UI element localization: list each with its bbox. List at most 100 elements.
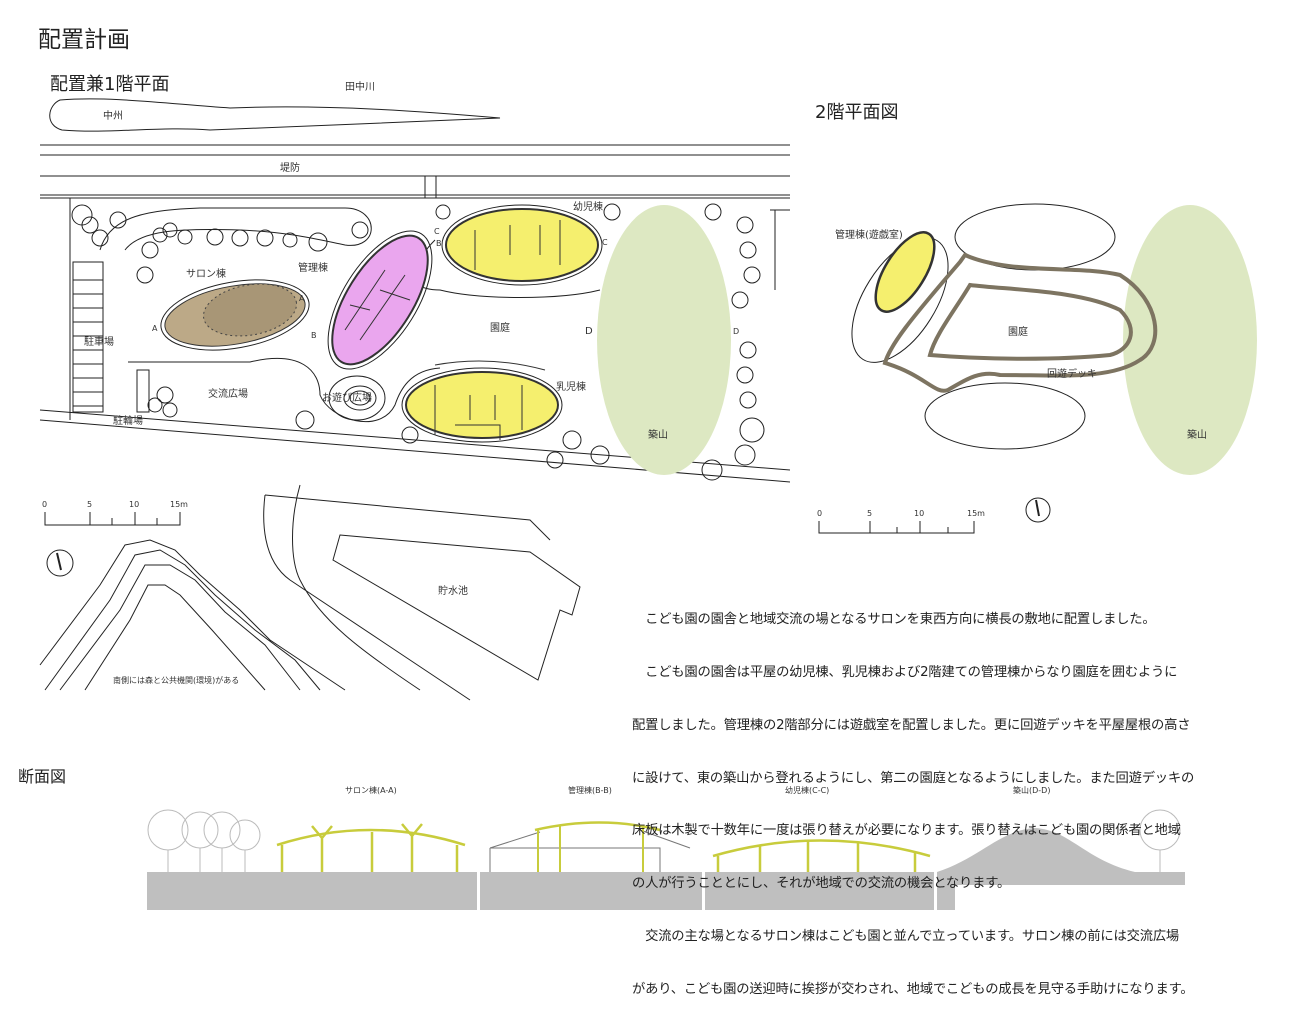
garden-label-2f: 園庭 <box>1008 325 1028 338</box>
section-mark-c1: C <box>434 227 440 236</box>
tree-symbol <box>136 266 154 284</box>
tree-symbol <box>256 229 274 247</box>
second-floor-plan: 管理棟(遊戯室) 園庭 回遊デッキ 築山 0 5 10 15m <box>817 203 1257 534</box>
river-lines <box>40 144 790 198</box>
admin-playroom-label: 管理棟(遊戯室) <box>835 228 903 241</box>
description-line: があり、こども園の送迎時に挨拶が交わされ、地域でこどもの成長を見守る手助けになり… <box>632 981 1194 997</box>
tree-symbol <box>704 203 722 221</box>
admin-label: 管理棟 <box>298 261 328 274</box>
pond-label: 貯水池 <box>438 584 468 597</box>
svg-text:15m: 15m <box>967 509 985 518</box>
tree-symbol <box>81 216 99 234</box>
site-plan-title: 配置兼1階平面 <box>50 74 169 95</box>
play-plaza <box>328 375 386 421</box>
bike-rack <box>136 369 150 413</box>
second-floor-title: 2階平面図 <box>815 102 898 123</box>
description-line: の人が行うこととにし、それが地域での交流の機会となります。 <box>632 876 1011 892</box>
description-line: 交流の主な場となるサロン棟はこども園と並んで立っています。サロン棟の前には交流広… <box>632 928 1180 944</box>
section-mark-b2: B <box>436 239 442 248</box>
section-mark-d2: D <box>733 327 739 336</box>
tree-symbol <box>177 229 193 245</box>
tree-symbol <box>206 228 224 246</box>
salon-label: サロン棟 <box>186 267 226 280</box>
salon-building <box>160 279 310 351</box>
deck-label: 回遊デッキ <box>1047 367 1097 380</box>
tree-symbol <box>736 366 754 384</box>
tree-symbol <box>701 459 723 481</box>
section-trees <box>147 809 1181 872</box>
pond-boundary-outer <box>263 494 551 701</box>
tree-symbol <box>282 232 298 248</box>
tree-symbol <box>734 444 756 466</box>
mound-area-2f <box>1123 205 1257 475</box>
description-line: 配置しました。管理棟の2階部分には遊戯室を配置しました。更に回遊デッキを平屋屋根… <box>632 717 1191 733</box>
tree-symbol <box>739 417 765 443</box>
loop-deck-outer <box>882 252 1158 393</box>
tree-symbol <box>731 291 749 309</box>
garden-label: 園庭 <box>490 321 510 334</box>
section-mark-d1: D <box>585 326 593 337</box>
river-label: 田中川 <box>345 80 375 93</box>
tree-symbol <box>739 241 757 259</box>
svg-text:0: 0 <box>42 500 47 509</box>
section-admin <box>489 821 691 872</box>
tree-symbol <box>562 430 582 450</box>
section-mark-a2: A <box>299 294 305 303</box>
tree-symbol <box>162 222 178 238</box>
site-plan: 田中川 中州 堤防 駐車場 駐輪場 交流広場 築山 <box>39 80 791 701</box>
plaza-label: 交流広場 <box>208 387 248 400</box>
scale-bar-2f: 0 5 10 15m <box>817 509 985 534</box>
svg-text:5: 5 <box>87 500 92 509</box>
description-line: こども園の園舎と地域交流の場となるサロンを東西方向に横長の敷地に配置しました。 <box>632 612 1156 628</box>
tree-symbol <box>152 227 168 243</box>
south-contours <box>39 539 346 691</box>
tree-symbol <box>156 386 174 404</box>
section-label-b: 管理棟(B-B) <box>568 785 612 795</box>
mound-area <box>597 205 731 475</box>
section-kinder <box>712 839 931 872</box>
tree-symbol <box>739 391 757 409</box>
section-mark-a1: A <box>152 324 158 333</box>
tree-symbol <box>546 451 564 469</box>
sections-title: 断面図 <box>18 767 66 786</box>
section-label-a: サロン棟(A-A) <box>345 785 397 795</box>
section-mark-c2: C <box>602 238 608 247</box>
tree-symbol <box>141 241 159 259</box>
bike-parking-label: 駐輪場 <box>113 414 143 427</box>
parking-stalls <box>73 279 103 407</box>
admin-building <box>327 230 433 370</box>
svg-text:0: 0 <box>817 509 822 518</box>
tree-symbol <box>603 203 621 221</box>
tree-symbol <box>308 232 328 252</box>
design-description: こども園の園舎と地域交流の場となるサロンを東西方向に横長の敷地に配置しました。 … <box>632 576 1252 1016</box>
kindergarten-building <box>441 204 603 286</box>
section-label-d: 築山(D-D) <box>1013 785 1050 795</box>
scale-bar-1f: 0 5 10 15m <box>42 500 188 526</box>
tree-symbol <box>401 426 419 444</box>
infant-label: 乳児棟 <box>556 380 586 393</box>
tree-symbol <box>91 229 109 247</box>
tree-symbol <box>71 204 93 226</box>
svg-text:5: 5 <box>867 509 872 518</box>
description-line: こども園の園舎は平屋の幼児棟、乳児棟および2階建ての管理棟からなり園庭を囲むよう… <box>632 664 1178 680</box>
tree-symbol <box>231 229 249 247</box>
island-label: 中州 <box>103 109 123 122</box>
path-north <box>99 207 372 251</box>
pond-outline <box>332 534 581 681</box>
site-boundary <box>39 197 791 483</box>
parking-label: 駐車場 <box>84 335 114 348</box>
south-road <box>292 484 421 691</box>
svg-text:15m: 15m <box>170 500 188 509</box>
parking-area <box>72 261 104 413</box>
tree-symbol <box>736 216 754 234</box>
play-plaza-label: お遊び広場 <box>322 391 372 404</box>
section-label-c: 幼児棟(C-C) <box>785 785 829 795</box>
playroom-2f <box>874 231 936 313</box>
island-outline <box>49 98 501 132</box>
kinder-label: 幼児棟 <box>573 200 603 213</box>
tree-symbol <box>743 266 761 284</box>
tree-symbol <box>162 402 178 418</box>
embankment-label: 堤防 <box>280 161 300 174</box>
drawing-sheet: 配置計画 配置兼1階平面 2階平面図 田中川 中州 堤防 駐車場 駐輪場 交流広… <box>18 27 1257 910</box>
section-mark-b1: B <box>311 331 317 340</box>
